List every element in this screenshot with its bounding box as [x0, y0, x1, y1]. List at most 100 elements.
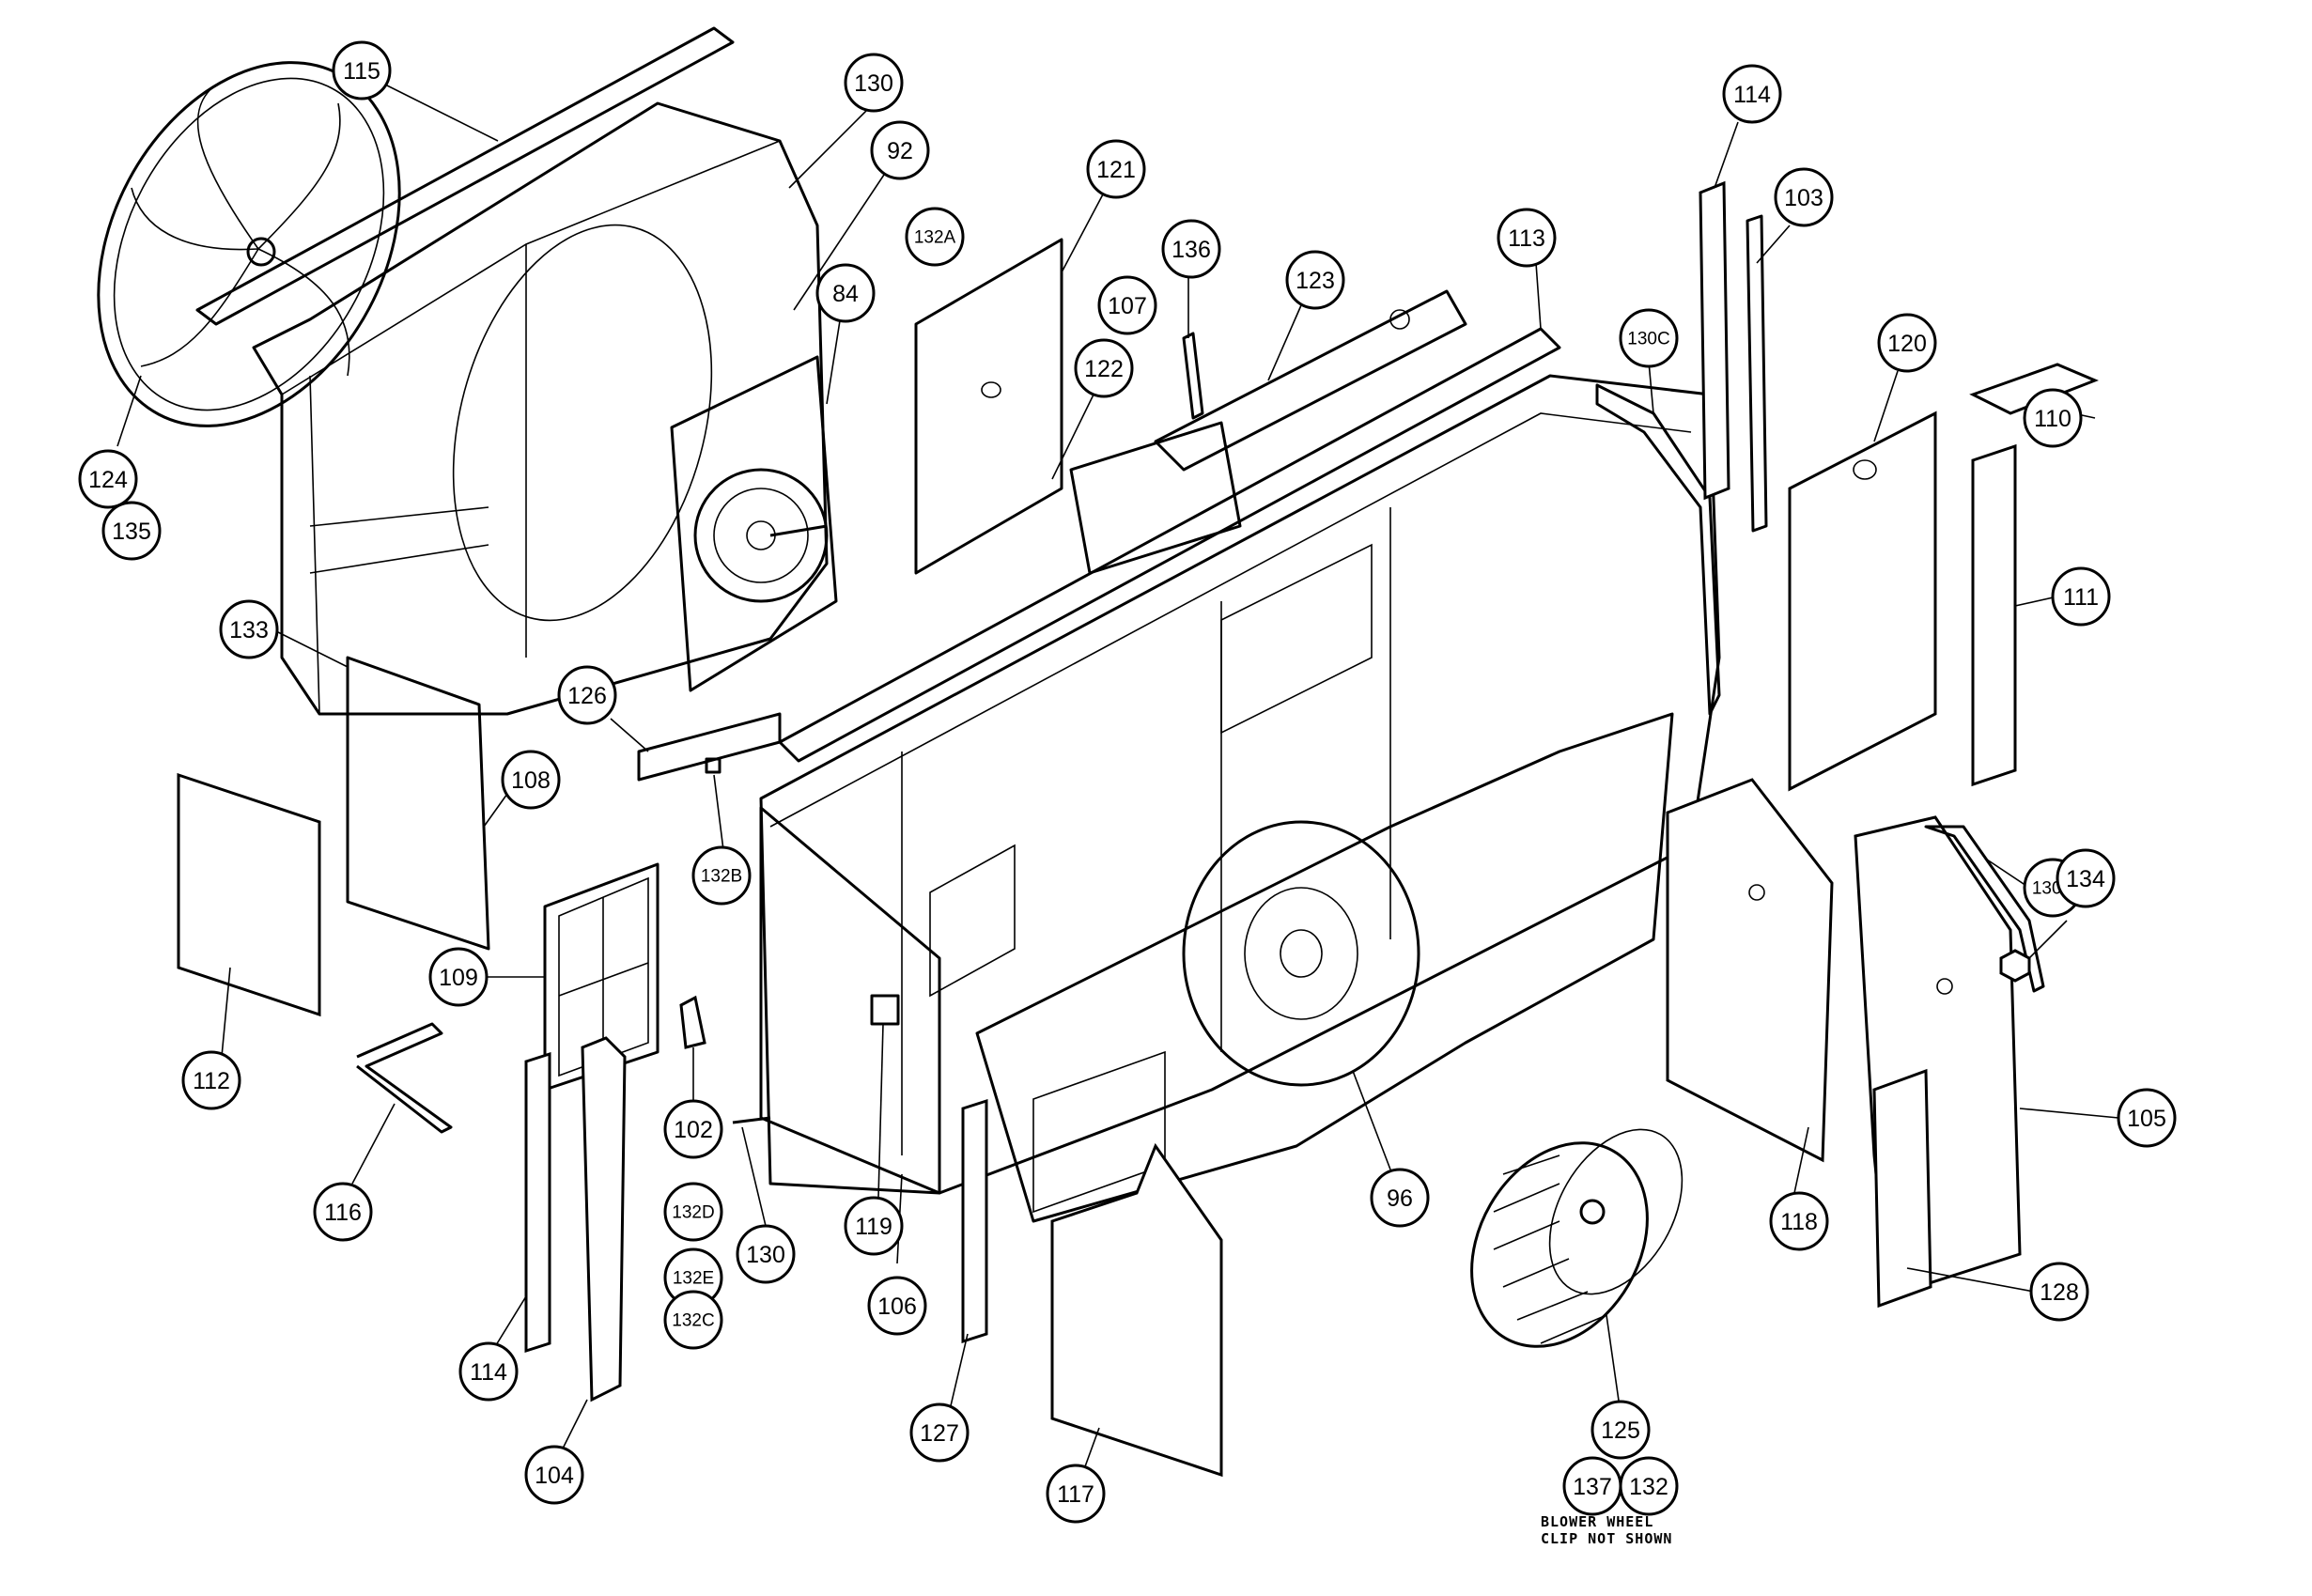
callout-label: 132A: [914, 228, 956, 248]
clip-102-part: [679, 995, 706, 1049]
callout-84: 84: [815, 263, 876, 323]
seal-130b-part: [1924, 825, 2045, 993]
panel-108-part: [346, 656, 490, 951]
callout-label: 104: [535, 1463, 574, 1489]
callout-circle: [1285, 250, 1345, 310]
leader-130B: [1986, 859, 2030, 889]
callout-circle: [691, 845, 752, 906]
callout-136: 136: [1161, 219, 1221, 279]
callout-label: 112: [193, 1068, 230, 1094]
callout-circle: [663, 1182, 723, 1242]
bracket-114-top-part: [1699, 180, 1730, 501]
leader-108: [483, 793, 508, 828]
callout-113: 113: [1497, 208, 1557, 268]
leader-123: [1267, 304, 1302, 381]
leader-114-top: [1714, 121, 1739, 189]
callout-96: 96: [1370, 1168, 1430, 1228]
leader-127: [948, 1333, 969, 1415]
callout-label: 130: [854, 70, 893, 97]
leader-84: [826, 314, 842, 405]
leader-116: [351, 1103, 396, 1185]
callout-label: 133: [229, 617, 269, 643]
bracket-130-bottom-part: [732, 1116, 771, 1124]
bracket-104-part: [581, 1036, 627, 1402]
callout-circle: [78, 449, 138, 509]
callout-label: 115: [343, 58, 380, 85]
callout-label: 132: [1629, 1474, 1668, 1500]
callout-circle: [181, 1050, 241, 1110]
callout-circle: [219, 599, 279, 659]
bracket-136-part: [1182, 332, 1204, 420]
callout-label: 126: [567, 683, 607, 709]
leader-130-top: [788, 102, 875, 189]
callout-circle: [313, 1182, 373, 1242]
motor-bracket-part: [670, 355, 838, 692]
callout-125: 125: [1590, 1400, 1651, 1460]
panel-121-part: [914, 238, 1063, 575]
callout-132A: 132A: [905, 207, 965, 267]
callout-circle: [1774, 167, 1834, 227]
leader-111: [2014, 596, 2058, 607]
callout-circle: [2023, 388, 2083, 448]
leader-130C: [1648, 361, 1654, 414]
leader-124: [116, 375, 142, 447]
leader-126: [610, 718, 649, 752]
blower-wheel-note: BLOWER WHEEL CLIP NOT SHOWN: [1541, 1513, 1672, 1547]
note-line-2: CLIP NOT SHOWN: [1541, 1530, 1672, 1547]
callout-circle: [1722, 64, 1782, 124]
callout-circle: [663, 1099, 723, 1159]
leader-130-bottom: [741, 1126, 767, 1227]
callout-circle: [870, 120, 930, 180]
access-panel-117-part: [1050, 1142, 1223, 1478]
panel-118-part: [1666, 778, 1834, 1163]
callout-circle: [736, 1224, 796, 1284]
callout-133: 133: [219, 599, 279, 659]
callout-circle: [1619, 308, 1679, 368]
callout-circle: [815, 263, 876, 323]
callout-label: 125: [1601, 1418, 1640, 1444]
callout-107: 107: [1097, 275, 1157, 335]
callout-label: 103: [1784, 185, 1823, 211]
callout-label: 114: [470, 1359, 507, 1386]
callout-126: 126: [557, 665, 617, 725]
rod-116-part: [356, 1022, 453, 1134]
callout-110: 110: [2023, 388, 2083, 448]
callout-127: 127: [909, 1402, 970, 1463]
leader-120: [1873, 370, 1899, 442]
callout-label: 134: [2066, 866, 2105, 892]
callout-label: 119: [855, 1214, 892, 1240]
callout-119: 119: [844, 1196, 904, 1256]
panel-128-part: [1872, 1068, 1932, 1309]
callout-label: 106: [877, 1294, 917, 1320]
callout-circle: [1590, 1400, 1651, 1460]
leader-112: [220, 967, 231, 1067]
callout-circle: [1097, 275, 1157, 335]
callout-label: 113: [1508, 225, 1545, 252]
strip-111-part: [1971, 443, 2017, 787]
leader-122: [1051, 392, 1095, 480]
leader-121: [1061, 192, 1105, 273]
leader-118: [1793, 1126, 1809, 1194]
callout-circle: [1370, 1168, 1430, 1228]
callout-label: 92: [887, 138, 913, 164]
callout-label: 130: [746, 1242, 785, 1268]
leader-113: [1535, 262, 1542, 330]
callout-120: 120: [1877, 313, 1937, 373]
leader-105: [2019, 1108, 2119, 1119]
callout-label: 120: [1887, 331, 1927, 357]
callout-circle: [428, 947, 489, 1007]
parts-layer: [97, 26, 2099, 1478]
callout-circle: [1086, 139, 1146, 199]
panel-112-part: [177, 772, 321, 1017]
callout-circle: [867, 1276, 927, 1336]
callout-circle: [101, 501, 162, 561]
callout-135: 135: [101, 501, 162, 561]
callout-circle: [332, 40, 392, 101]
strip-126-part: [637, 712, 782, 782]
callout-circle: [905, 207, 965, 267]
callout-134: 134: [2056, 848, 2116, 908]
callout-label: 122: [1084, 356, 1124, 382]
panel-120-part: [1788, 411, 1937, 792]
callout-label: 114: [1733, 82, 1771, 108]
